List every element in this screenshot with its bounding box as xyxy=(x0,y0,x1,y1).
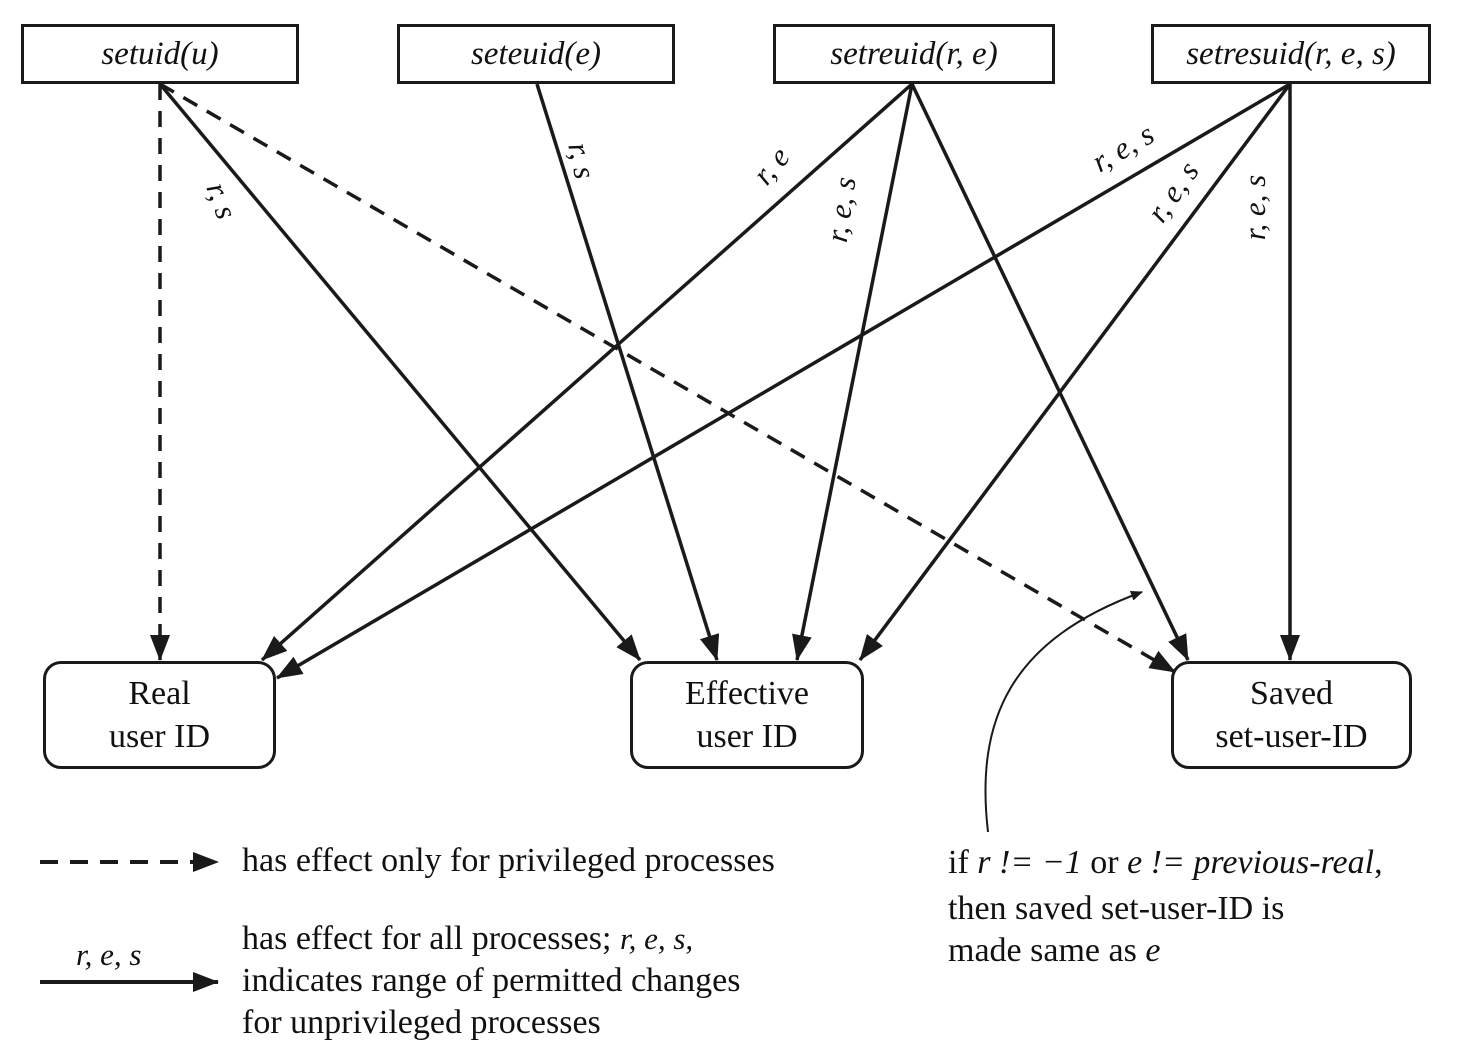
setreuid-label: setreuid(r, e) xyxy=(830,35,998,72)
edge-setresuid-to-effective xyxy=(858,82,1292,662)
edge-seteuid-to-effective xyxy=(535,83,720,661)
legend-dashed-text: has effect only for privileged processes xyxy=(242,842,775,879)
real-line2: user ID xyxy=(108,718,211,755)
real-user-id-box: Real user ID xyxy=(43,661,276,769)
saved-set-user-id-box: Saved set-user-ID xyxy=(1171,661,1412,769)
setuid-box: setuid(u) xyxy=(21,24,299,84)
seteuid-label: seteuid(e) xyxy=(470,35,602,72)
note-pointer-curve xyxy=(984,591,1143,833)
real-line1: Real xyxy=(128,675,191,712)
note-line2: then saved set-user-ID is xyxy=(948,890,1285,927)
edges-layer xyxy=(150,82,1300,680)
edge-setreuid-to-real xyxy=(260,82,914,662)
edge-setuid-to-effective xyxy=(158,82,642,662)
saved-line2: set-user-ID xyxy=(1215,718,1368,755)
note-comma: , xyxy=(1374,844,1383,881)
note-e-condition: e != previous-real xyxy=(1127,844,1375,881)
legend-solid-line1: has effect for all processes; r, e, s, xyxy=(242,918,693,960)
note-line3: made same as e xyxy=(948,930,1160,972)
note-or: or xyxy=(1090,844,1119,881)
setuid-label: setuid(u) xyxy=(101,35,219,72)
setresuid-box: setresuid(r, e, s) xyxy=(1151,24,1431,84)
edge-label-setresuid-saved: r, e, s xyxy=(1237,174,1273,241)
note-made-same-as: made same as xyxy=(948,932,1137,969)
legend-solid-arrow-label: r, e, s xyxy=(76,937,142,972)
note-line1: if r != −1 or e != previous-real, xyxy=(948,842,1383,884)
saved-line1: Saved xyxy=(1249,675,1334,712)
setreuid-box: setreuid(r, e) xyxy=(773,24,1055,84)
setresuid-label: setresuid(r, e, s) xyxy=(1186,35,1396,72)
legend-solid-line1-prefix: has effect for all processes; xyxy=(242,920,612,957)
edge-label-setreuid-effective: r, e, s xyxy=(818,174,863,245)
effective-line1: Effective xyxy=(685,675,809,712)
legend-solid-line3: for unprivileged processes xyxy=(242,1004,601,1041)
note-r-condition: r != −1 xyxy=(977,844,1082,881)
note-if: if xyxy=(948,844,969,881)
edge-setresuid-to-real xyxy=(276,82,1291,680)
effective-user-id-box: Effective user ID xyxy=(630,661,864,769)
seteuid-box: seteuid(e) xyxy=(397,24,675,84)
edge-setuid-to-saved xyxy=(159,82,1176,674)
edge-setreuid-to-effective xyxy=(792,83,914,661)
legend-solid-line2: indicates range of permitted changes xyxy=(242,962,741,999)
effective-line2: user ID xyxy=(696,718,798,755)
edge-setreuid-to-saved xyxy=(910,83,1190,661)
edge-label-seteuid-effective: r, s xyxy=(561,139,603,182)
legend-solid-line1-vars: r, e, s, xyxy=(619,921,694,956)
note-e: e xyxy=(1145,932,1161,969)
